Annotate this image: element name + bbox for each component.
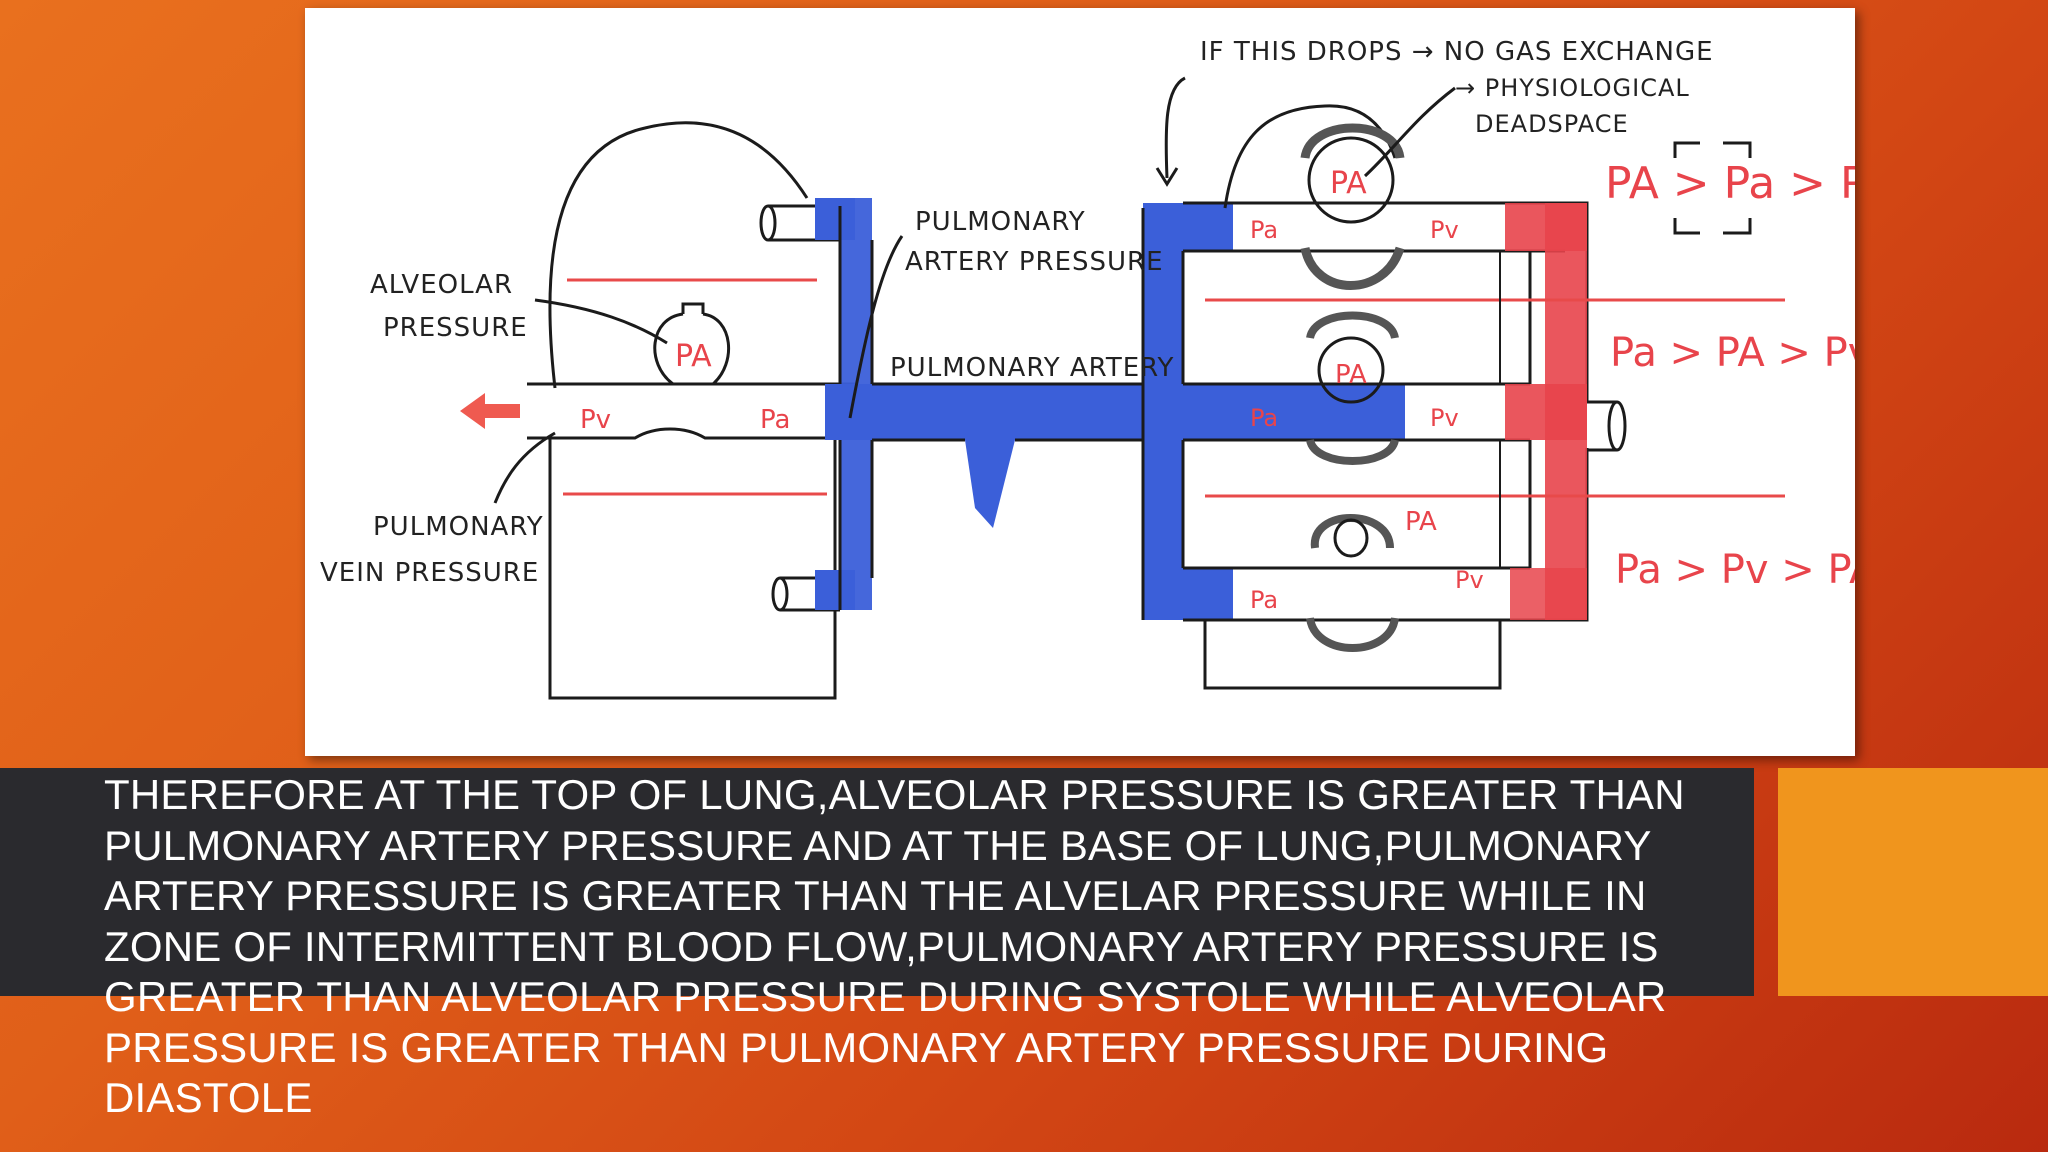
svg-text:Pa: Pa — [1250, 586, 1278, 614]
svg-text:VEIN PRESSURE: VEIN PRESSURE — [320, 558, 539, 588]
pulmonary-vein-pressure-label: PULMONARY VEIN PRESSURE — [320, 431, 556, 588]
svg-text:PA: PA — [675, 339, 712, 374]
svg-text:Pv: Pv — [1430, 216, 1459, 244]
left-arrow-icon — [460, 393, 520, 429]
zone2-inequality: Pa > PA > Pv — [1610, 330, 1855, 376]
svg-text:PA: PA — [1405, 507, 1437, 537]
pulmonary-artery-pressure-label: PULMONARY ARTERY PRESSURE — [848, 207, 1164, 419]
svg-text:PRESSURE: PRESSURE — [383, 313, 528, 343]
svg-text:PULMONARY: PULMONARY — [373, 512, 544, 542]
drop-note: IF THIS DROPS → NO GAS EXCHANGE — [1200, 37, 1714, 67]
svg-text:Pv: Pv — [1455, 566, 1484, 594]
svg-text:Pv: Pv — [1430, 404, 1459, 432]
deadspace-note-line2: DEADSPACE — [1475, 110, 1629, 138]
pulmonary-vein-vessels — [1505, 203, 1587, 620]
svg-text:PA: PA — [1335, 360, 1367, 390]
alveolar-pressure-label: ALVEOLAR PRESSURE — [370, 270, 668, 345]
pulmonary-artery-label: PULMONARY ARTERY — [890, 353, 1174, 383]
zone1-inequality: PA > Pa > Pv — [1605, 158, 1855, 209]
svg-text:Pa: Pa — [1250, 216, 1278, 244]
lung-zones-diagram: ALVEOLAR PRESSURE PULMONARY VEIN PRESSUR… — [320, 37, 1855, 700]
svg-text:PULMONARY: PULMONARY — [915, 207, 1086, 237]
deadspace-note-line1: → PHYSIOLOGICAL — [1455, 74, 1690, 102]
svg-text:Pa: Pa — [1250, 404, 1278, 432]
caption-bar — [0, 768, 1754, 996]
diagram-image: ALVEOLAR PRESSURE PULMONARY VEIN PRESSUR… — [305, 8, 1855, 756]
zone3-inequality: Pa > Pv > PA — [1615, 547, 1855, 593]
pulmonary-artery-vessels — [815, 198, 1405, 620]
svg-text:Pv: Pv — [580, 405, 611, 435]
accent-block — [1778, 768, 2048, 996]
caption-text: THEREFORE AT THE TOP OF LUNG,ALVEOLAR PR… — [104, 771, 1685, 1121]
svg-text:ALVEOLAR: ALVEOLAR — [370, 270, 513, 300]
svg-text:Pa: Pa — [760, 405, 790, 435]
svg-text:PA: PA — [1330, 166, 1367, 201]
left-lung — [527, 121, 855, 700]
right-lung — [1155, 76, 1752, 690]
svg-text:ARTERY PRESSURE: ARTERY PRESSURE — [905, 247, 1164, 277]
right-red-lines — [1205, 298, 1785, 498]
pressure-symbols: PA Pv Pa PA Pa Pv PA Pa Pv PA Pv Pa — [580, 166, 1484, 614]
left-red-lines — [563, 278, 827, 496]
